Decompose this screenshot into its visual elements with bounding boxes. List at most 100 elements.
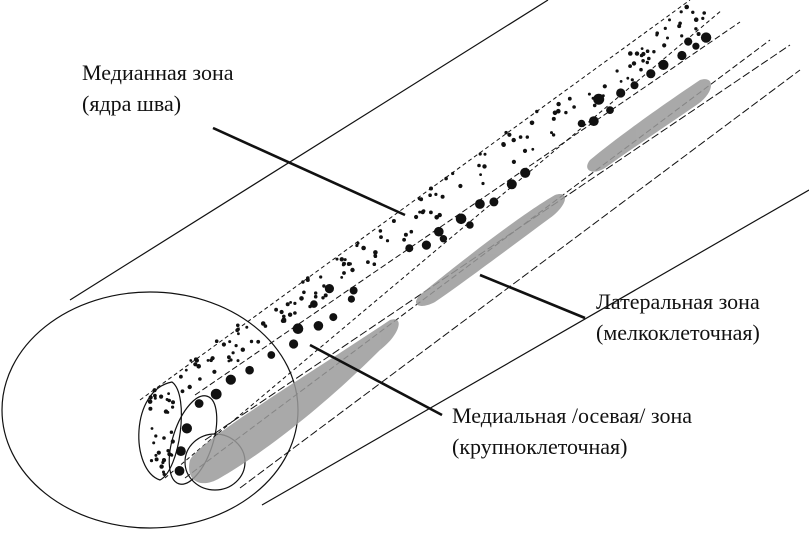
large-cell-dot (700, 32, 712, 43)
small-cell-dot (567, 96, 572, 101)
small-cell-dot (209, 358, 213, 363)
small-cell-dot (641, 59, 645, 63)
small-cell-dot (552, 110, 558, 116)
small-cell-dot (550, 131, 553, 135)
small-cell-dot (231, 351, 235, 355)
label-median-zone: Медианная зона (ядра шва) (82, 57, 234, 119)
small-cell-dot (504, 130, 508, 135)
small-cell-dot (148, 395, 153, 400)
large-cell-dot (347, 295, 355, 303)
small-cell-dot (154, 434, 158, 438)
small-cell-dot (684, 4, 689, 10)
small-cell-dot (522, 148, 528, 153)
small-cell-dot (564, 110, 568, 115)
small-cell-dot (162, 470, 165, 474)
small-cell-dot (348, 262, 352, 266)
cylinder-top-edge (69, 0, 549, 301)
large-cell-dot (210, 388, 222, 400)
small-cell-dot (691, 10, 695, 14)
small-cell-dot (655, 33, 659, 37)
small-cell-dot (507, 132, 512, 137)
small-cell-dot (677, 24, 682, 29)
small-cell-dot (666, 36, 669, 40)
small-cell-dot (159, 464, 164, 469)
median-zone-tube (138, 0, 723, 481)
small-cell-dot (350, 267, 355, 273)
small-cell-dot (154, 457, 159, 462)
small-cell-dot (572, 105, 576, 109)
small-cell-dot (409, 229, 414, 234)
small-cell-dot (478, 152, 482, 156)
small-cell-dot (285, 302, 290, 307)
large-cell-dot (506, 179, 517, 190)
small-cell-dot (180, 389, 185, 394)
small-cell-dot (236, 359, 240, 363)
large-cell-dot (455, 213, 467, 225)
small-cell-dot (280, 318, 285, 323)
large-cell-dot (489, 197, 499, 207)
small-cell-dot (391, 219, 396, 223)
large-cell-dot (439, 235, 448, 243)
small-cell-dot (693, 17, 699, 23)
lateral-zone-shading (189, 79, 712, 484)
small-cell-dot (293, 301, 297, 305)
small-cell-dot (615, 69, 619, 73)
large-cell-dot (692, 42, 700, 50)
small-cell-dot (227, 355, 231, 360)
small-cell-dot (501, 142, 506, 147)
small-cell-dot (366, 260, 370, 264)
small-cell-dot (171, 400, 175, 405)
small-cell-dot (640, 47, 644, 50)
small-cell-dot (206, 359, 210, 362)
large-cell-dot (593, 93, 605, 105)
small-cell-dot (184, 368, 188, 372)
leader-line-median (212, 126, 406, 217)
small-cell-dot (229, 358, 233, 362)
small-cell-dot (237, 332, 240, 336)
small-cell-dot (147, 399, 153, 404)
small-cell-dot (189, 359, 193, 362)
small-cell-dot (161, 458, 167, 463)
small-cell-dot (639, 67, 643, 72)
label-lateral-zone-line1: Латеральная зона (596, 289, 760, 314)
small-cell-dot (630, 78, 634, 82)
small-cell-dot (414, 214, 419, 220)
small-cell-dot (153, 393, 157, 398)
large-cell-dot (289, 339, 299, 349)
small-cell-dot (403, 232, 408, 237)
small-cell-dot (551, 133, 556, 137)
small-cell-dot (361, 245, 366, 251)
small-cell-dot (535, 109, 539, 114)
large-cell-dot (421, 240, 431, 250)
small-cell-dot (236, 323, 240, 328)
small-cell-dot (342, 271, 346, 275)
small-cell-dot (256, 339, 261, 344)
small-cell-dot (322, 284, 326, 288)
large-cell-dot (245, 365, 254, 375)
small-cell-dot (483, 152, 487, 156)
small-cell-dot (340, 276, 344, 279)
label-medial-zone-line2: (крупноклеточная) (452, 434, 628, 459)
small-cell-dot (529, 120, 535, 126)
small-cell-dot (444, 176, 448, 181)
large-cell-dot (310, 300, 318, 308)
small-cell-dot (429, 186, 433, 191)
small-cell-dot (379, 235, 383, 240)
medial-zone-large-cells (174, 32, 712, 476)
small-cell-dot (477, 163, 481, 168)
small-cell-dot (482, 164, 487, 169)
large-cell-dot (466, 221, 474, 229)
small-cell-dot (602, 84, 607, 89)
large-cell-dot (677, 50, 687, 61)
small-cell-dot (148, 406, 153, 411)
large-cell-dot (313, 321, 324, 331)
small-cell-dot (634, 51, 640, 56)
small-cell-dot (645, 60, 649, 65)
small-cell-dot (434, 192, 438, 196)
label-lateral-zone-line2: (мелкоклеточная) (596, 320, 760, 345)
small-cell-dot (641, 51, 646, 57)
large-cell-dot (194, 399, 204, 408)
small-cell-dot (525, 135, 529, 139)
small-cell-dot (162, 436, 166, 440)
label-lateral-zone: Латеральная зона (мелкоклеточная) (596, 286, 760, 348)
